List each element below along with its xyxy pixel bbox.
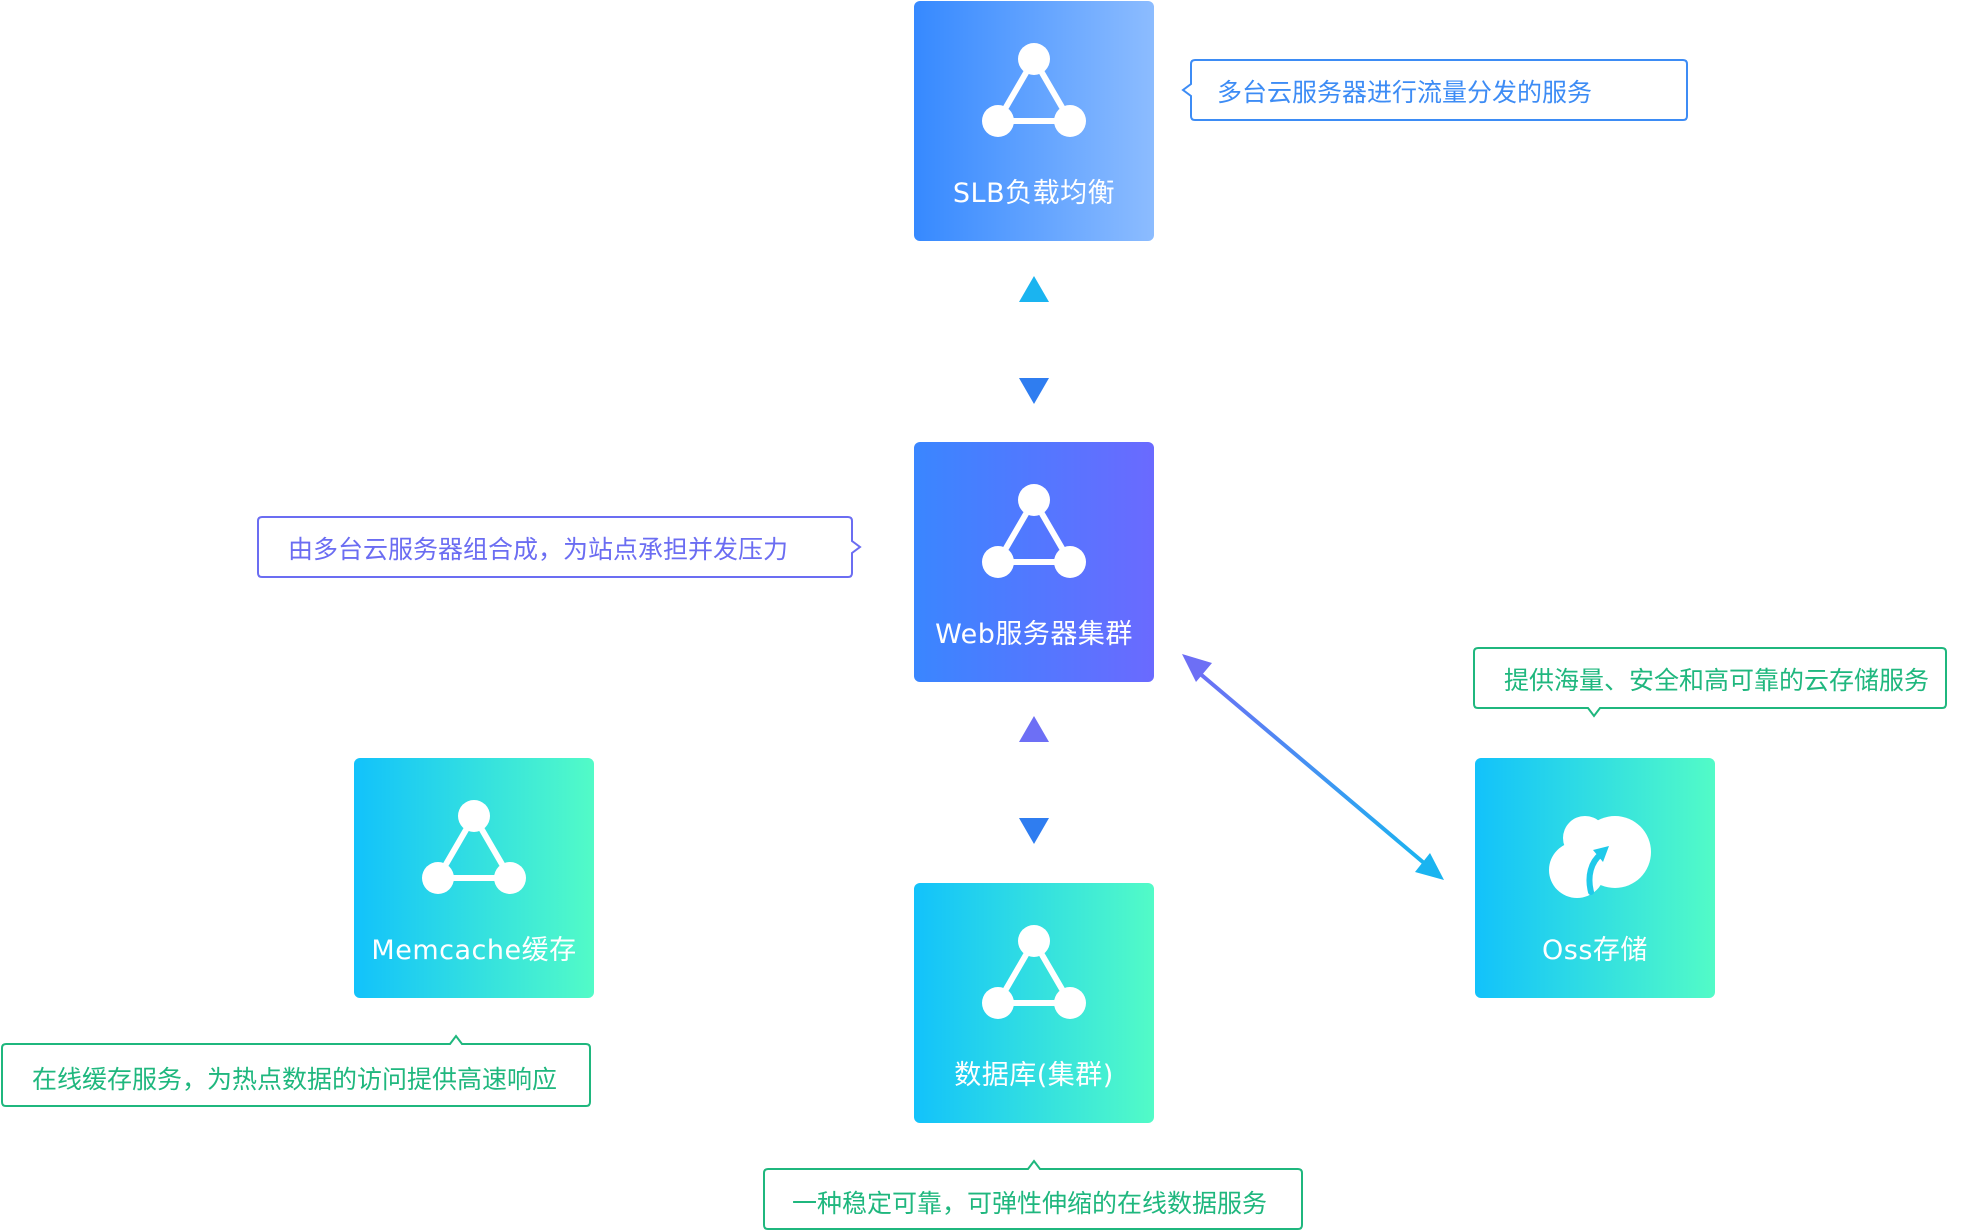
triangle-network-icon [982,43,1086,137]
database-label: 数据库(集群) [954,1060,1114,1091]
memcache-label: Memcache缓存 [371,935,577,966]
triangle-network-icon [982,484,1086,578]
oss-callout: 提供海量、安全和高可靠的云存储服务 [1472,646,1952,726]
web-server-cluster-node[interactable]: Web服务器集群 [914,442,1154,682]
database-callout-bubble [763,1159,1303,1230]
database-callout-text: 一种稳定可靠，可弹性伸缩的在线数据服务 [792,1189,1268,1218]
database-callout: 一种稳定可靠，可弹性伸缩的在线数据服务 [762,1155,1306,1231]
slb-callout-bubble [1181,59,1688,121]
web-callout: 由多台云服务器组合成，为站点承担并发压力 [256,515,868,579]
oss-callout-bubble [1473,647,1947,718]
memcache-callout: 在线缓存服务，为热点数据的访问提供高速响应 [0,1030,596,1110]
oss-storage-node[interactable]: Oss存储 [1475,758,1715,998]
arrow-slb-web [1019,276,1049,404]
arrow-web-database [1019,716,1049,844]
memcache-callout-bubble [1,1034,591,1107]
slb-label: SLB负载均衡 [952,178,1116,209]
memcache-callout-text: 在线缓存服务，为热点数据的访问提供高速响应 [32,1065,558,1094]
triangle-network-icon [982,925,1086,1019]
arrow-web-oss [1182,654,1444,880]
slb-load-balancer-node[interactable]: SLB负载均衡 [914,1,1154,241]
memcache-node[interactable]: Memcache缓存 [354,758,594,998]
slb-callout: 多台云服务器进行流量分发的服务 [1181,58,1689,122]
web-callout-text: 由多台云服务器组合成，为站点承担并发压力 [288,535,789,564]
web-label: Web服务器集群 [935,619,1133,650]
oss-callout-text: 提供海量、安全和高可靠的云存储服务 [1504,666,1930,695]
cloud-upload-icon [1549,816,1651,898]
database-cluster-node[interactable]: 数据库(集群) [914,883,1154,1123]
oss-label: Oss存储 [1542,935,1648,966]
web-callout-bubble [257,516,862,578]
triangle-network-icon [422,800,526,894]
slb-callout-text: 多台云服务器进行流量分发的服务 [1217,78,1593,107]
